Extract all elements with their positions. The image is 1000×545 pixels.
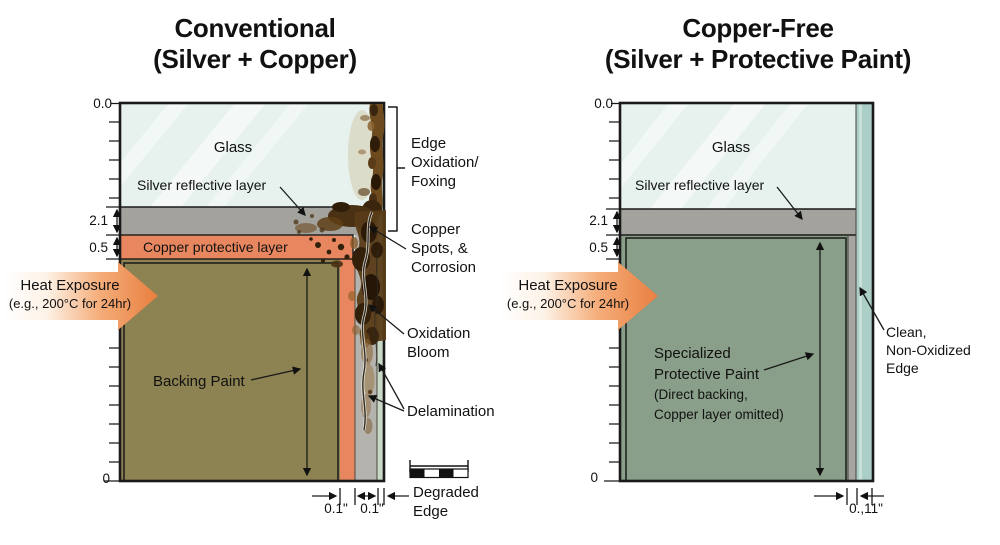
- edge-oxidation-bracket: [388, 106, 405, 232]
- right-axis: [604, 102, 622, 482]
- right-bottom-dimensions: [814, 488, 884, 505]
- clean-edge-line2: Non-Oxidized: [886, 342, 971, 358]
- annotation-copper-spots: Copper Spots, & Corrosion: [411, 220, 476, 277]
- paint-label-line1: Specialized: [654, 345, 731, 362]
- protective-paint-label: Specialized Protective Paint (Direct bac…: [654, 343, 784, 425]
- paint-label-line2: Protective Paint: [654, 366, 760, 383]
- heat-exposure-label-right: Heat Exposure (e.g., 200°C for 24hr): [507, 277, 629, 312]
- edge-oxidation-line2: Oxidation/: [411, 154, 479, 171]
- copper-spots-line2: Spots, &: [411, 240, 468, 257]
- oxidation-bloom-line2: Bloom: [407, 344, 450, 361]
- axis-left-top: 0.0: [93, 96, 112, 111]
- copper-label-left: Copper protective layer: [143, 239, 288, 255]
- clean-edge-line3: Edge: [886, 360, 919, 376]
- left-diagram: [0, 101, 469, 505]
- heat-arrow-left: [0, 262, 158, 332]
- heat-right-line1: Heat Exposure: [518, 277, 618, 294]
- right-diagram: [496, 101, 885, 505]
- glass-reflection-streaks-left: [121, 104, 309, 207]
- edge-oxidation-line3: Foxing: [411, 173, 457, 190]
- dim-label-edge-width: 0.,11": [849, 501, 883, 516]
- edge-oxidation-line1: Edge: [411, 135, 447, 152]
- silver-edge-strip-right: [848, 235, 856, 481]
- right-leader-lines: [763, 186, 885, 371]
- copper-edge-strip-left: [340, 259, 355, 481]
- copper-layer: [119, 234, 354, 260]
- annotation-degraded-edge: Degraded Edge: [413, 483, 479, 521]
- clean-edge-line1: Clean,: [886, 324, 927, 340]
- copper-spots-line1: Copper: [411, 221, 461, 238]
- heat-exposure-label-left: Heat Exposure (e.g., 200°C for 24hr): [9, 277, 131, 312]
- annotation-oxidation-bloom: Oxidation Bloom: [407, 324, 470, 362]
- degraded-edge-line1: Degraded: [413, 484, 479, 501]
- glass-label-left: Glass: [213, 139, 253, 156]
- dim-label-silver-width: 0.1": [360, 501, 384, 516]
- heat-left-line2: (e.g., 200°C for 24hr): [8, 295, 132, 311]
- delamination-line1: Delamination: [407, 403, 495, 420]
- clean-edge-strip: [856, 103, 873, 481]
- silver-label-right: Silver reflective layer: [635, 177, 765, 193]
- right-title-line2: (Silver + Protective Paint): [604, 44, 912, 74]
- degraded-edge-line2: Edge: [413, 503, 449, 520]
- paint-label-line3: (Direct backing,: [654, 387, 748, 402]
- right-title-line1: Copper-Free: [682, 13, 834, 43]
- axis-right-top: 0.0: [594, 96, 613, 111]
- oxidation-bloom-line1: Oxidation: [407, 325, 471, 342]
- left-axis: [104, 102, 122, 482]
- paint-label-line4: Copper layer omitted): [654, 407, 784, 422]
- axis-right-silver: 2.1: [589, 213, 608, 228]
- silver-label-left: Silver reflective layer: [137, 177, 267, 193]
- backing-paint-label: Backing Paint: [153, 373, 245, 390]
- axis-left-bottom: 0: [102, 471, 110, 486]
- scale-bar: [409, 460, 469, 479]
- left-title-line1: Conventional: [174, 13, 336, 43]
- left-title-line2: (Silver + Copper): [153, 44, 357, 74]
- right-diagram-title: Copper-Free (Silver + Protective Paint): [605, 13, 911, 75]
- axis-left-copper: 0.5: [89, 240, 108, 255]
- left-diagram-title: Conventional (Silver + Copper): [153, 13, 357, 75]
- edge-strip-lines-right: [847, 103, 857, 481]
- annotation-delamination: Delamination: [407, 402, 495, 421]
- left-leader-lines: [250, 186, 407, 412]
- heat-arrow-right: [496, 262, 658, 332]
- axis-right-paint: 0.5: [589, 240, 608, 255]
- heat-left-line1: Heat Exposure: [20, 277, 120, 294]
- layer-boundary-lines-right: [620, 208, 856, 236]
- dim-label-copper-width: 0.1": [324, 501, 348, 516]
- annotation-clean-edge: Clean, Non-Oxidized Edge: [886, 323, 971, 377]
- heat-right-line2: (e.g., 200°C for 24hr): [506, 295, 630, 311]
- glass-reflection-streaks-right: [621, 104, 809, 209]
- silver-layer-right: [620, 209, 856, 235]
- axis-left-silver: 2.1: [89, 213, 108, 228]
- left-bottom-dimensions: [312, 488, 409, 505]
- axis-right-bottom: 0: [590, 470, 598, 485]
- glass-label-right: Glass: [711, 139, 751, 156]
- copper-spots-line3: Corrosion: [411, 259, 477, 276]
- annotation-edge-oxidation: Edge Oxidation/ Foxing: [411, 134, 479, 191]
